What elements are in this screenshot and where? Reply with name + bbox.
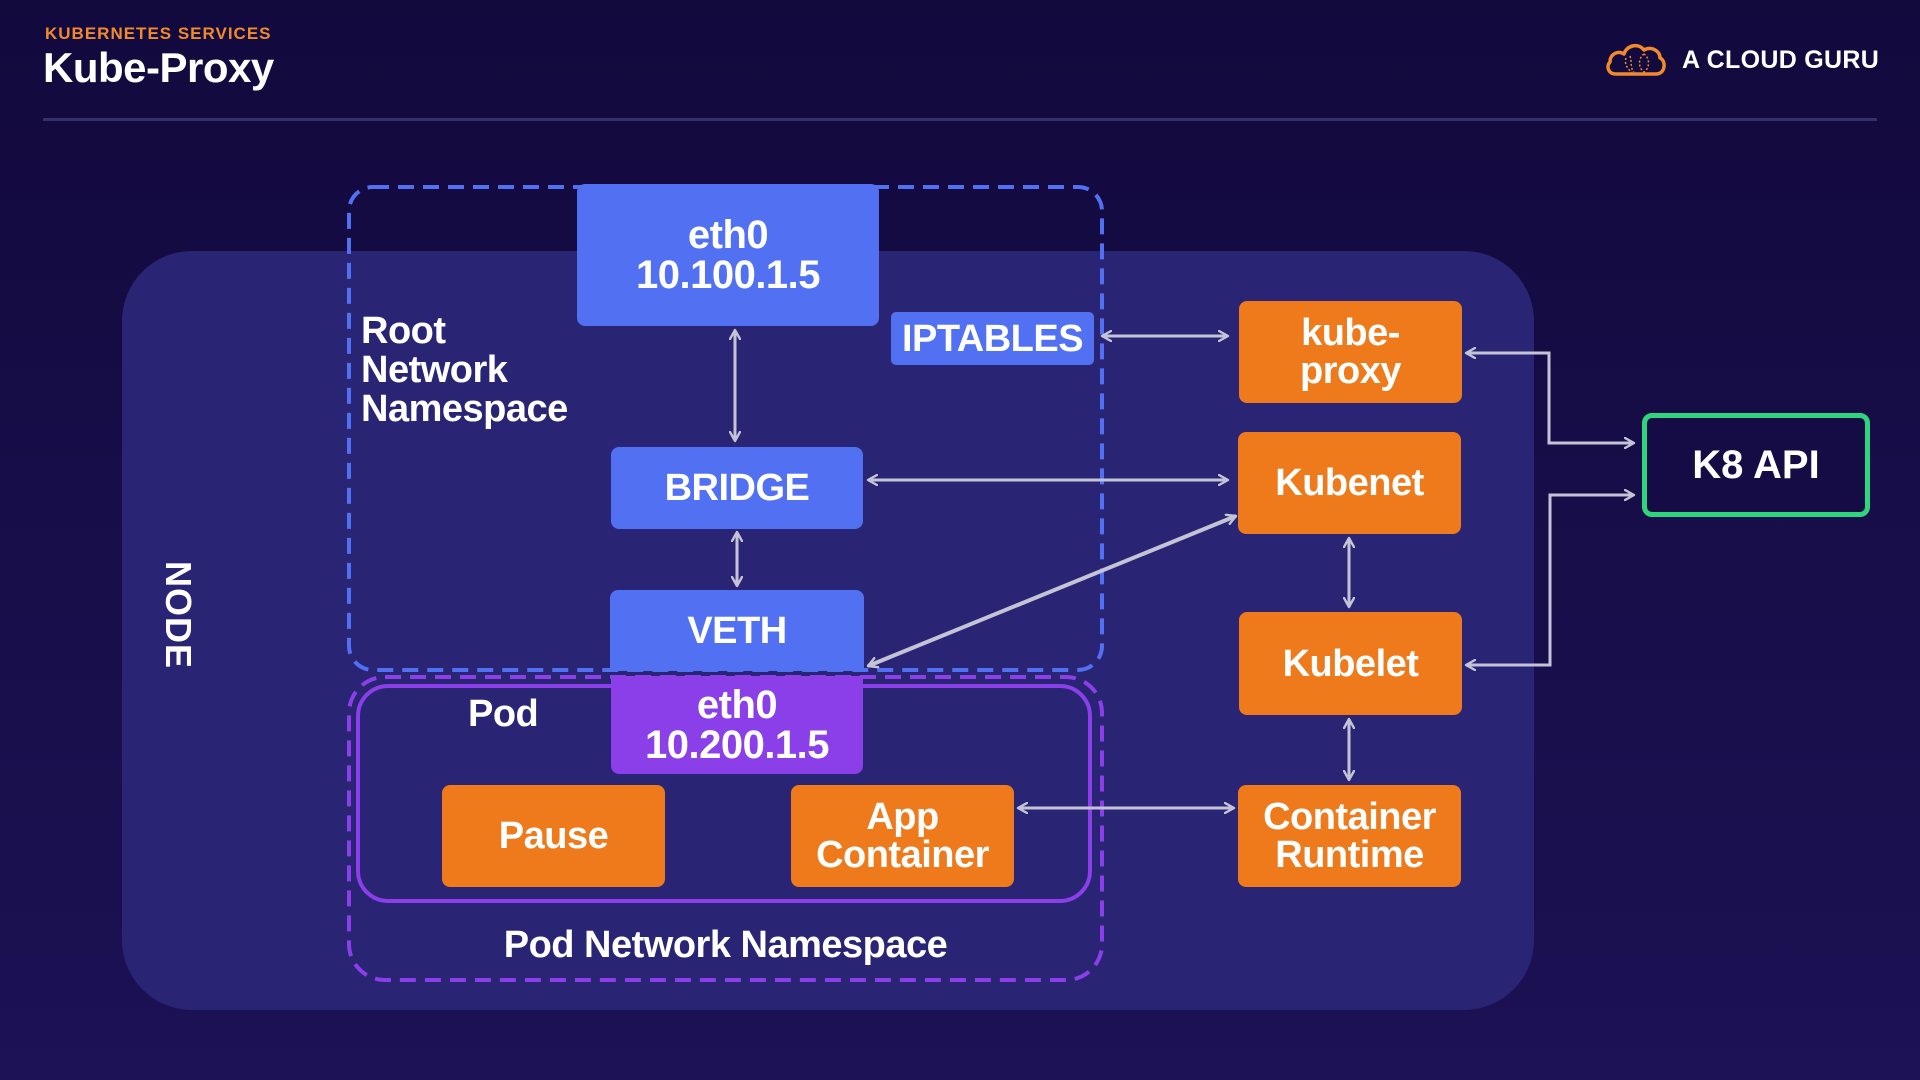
app-container-line: Container xyxy=(816,834,989,876)
interface-name: eth0 xyxy=(696,683,778,727)
kubenet-box[interactable]: Kubenet xyxy=(1238,432,1461,534)
root-label-line: Namespace xyxy=(361,388,568,430)
kube-proxy-line: kube- xyxy=(1301,312,1400,354)
container-runtime-line: Container xyxy=(1263,796,1436,838)
host-eth0-interface[interactable]: eth0 10.100.1.5 xyxy=(577,184,879,326)
iptables-label: IPTABLES xyxy=(901,317,1084,360)
interface-name: eth0 xyxy=(687,213,769,257)
root-label-line: Root xyxy=(361,310,446,352)
root-label-line: Network xyxy=(361,349,508,391)
pod-eth0-interface[interactable]: eth0 10.200.1.5 xyxy=(611,676,863,774)
app-container-line: App xyxy=(866,796,939,838)
node-label: NODE xyxy=(148,560,208,670)
k8-api-box[interactable]: K8 API xyxy=(1642,413,1870,517)
kube-proxy-line: proxy xyxy=(1300,350,1401,392)
root-namespace-label: Root Network Namespace xyxy=(361,312,568,429)
veth-box[interactable]: VETH xyxy=(610,590,864,671)
container-runtime-line: Runtime xyxy=(1275,834,1424,876)
kubelet-box[interactable]: Kubelet xyxy=(1239,612,1462,715)
pod-namespace-label: Pod Network Namespace xyxy=(503,924,948,966)
kubelet-label: Kubelet xyxy=(1282,642,1419,685)
interface-ip: 10.100.1.5 xyxy=(635,253,821,297)
app-container[interactable]: App Container xyxy=(791,785,1014,887)
brand-name: A CLOUD GURU xyxy=(1682,45,1880,74)
brand-logo: A CLOUD GURU xyxy=(1604,40,1879,80)
veth-label: VETH xyxy=(687,609,787,652)
bridge-label: BRIDGE xyxy=(664,467,810,509)
header-divider xyxy=(43,118,1877,121)
pause-label: Pause xyxy=(498,815,609,857)
pod-label: Pod xyxy=(468,693,539,735)
bridge-box[interactable]: BRIDGE xyxy=(611,447,863,529)
pause-container[interactable]: Pause xyxy=(442,785,665,887)
iptables-box[interactable]: IPTABLES xyxy=(891,312,1094,365)
kubenet-label: Kubenet xyxy=(1275,462,1424,504)
kube-proxy-box[interactable]: kube- proxy xyxy=(1239,301,1462,403)
interface-ip: 10.200.1.5 xyxy=(644,723,830,767)
k8-api-label: K8 API xyxy=(1692,442,1820,487)
node-label-text: NODE xyxy=(158,560,200,670)
section-subtitle: KUBERNETES SERVICES xyxy=(45,24,272,43)
cloud-logo-icon xyxy=(1606,43,1666,76)
container-runtime-box[interactable]: Container Runtime xyxy=(1238,785,1461,887)
page-title: Kube-Proxy xyxy=(43,44,274,91)
